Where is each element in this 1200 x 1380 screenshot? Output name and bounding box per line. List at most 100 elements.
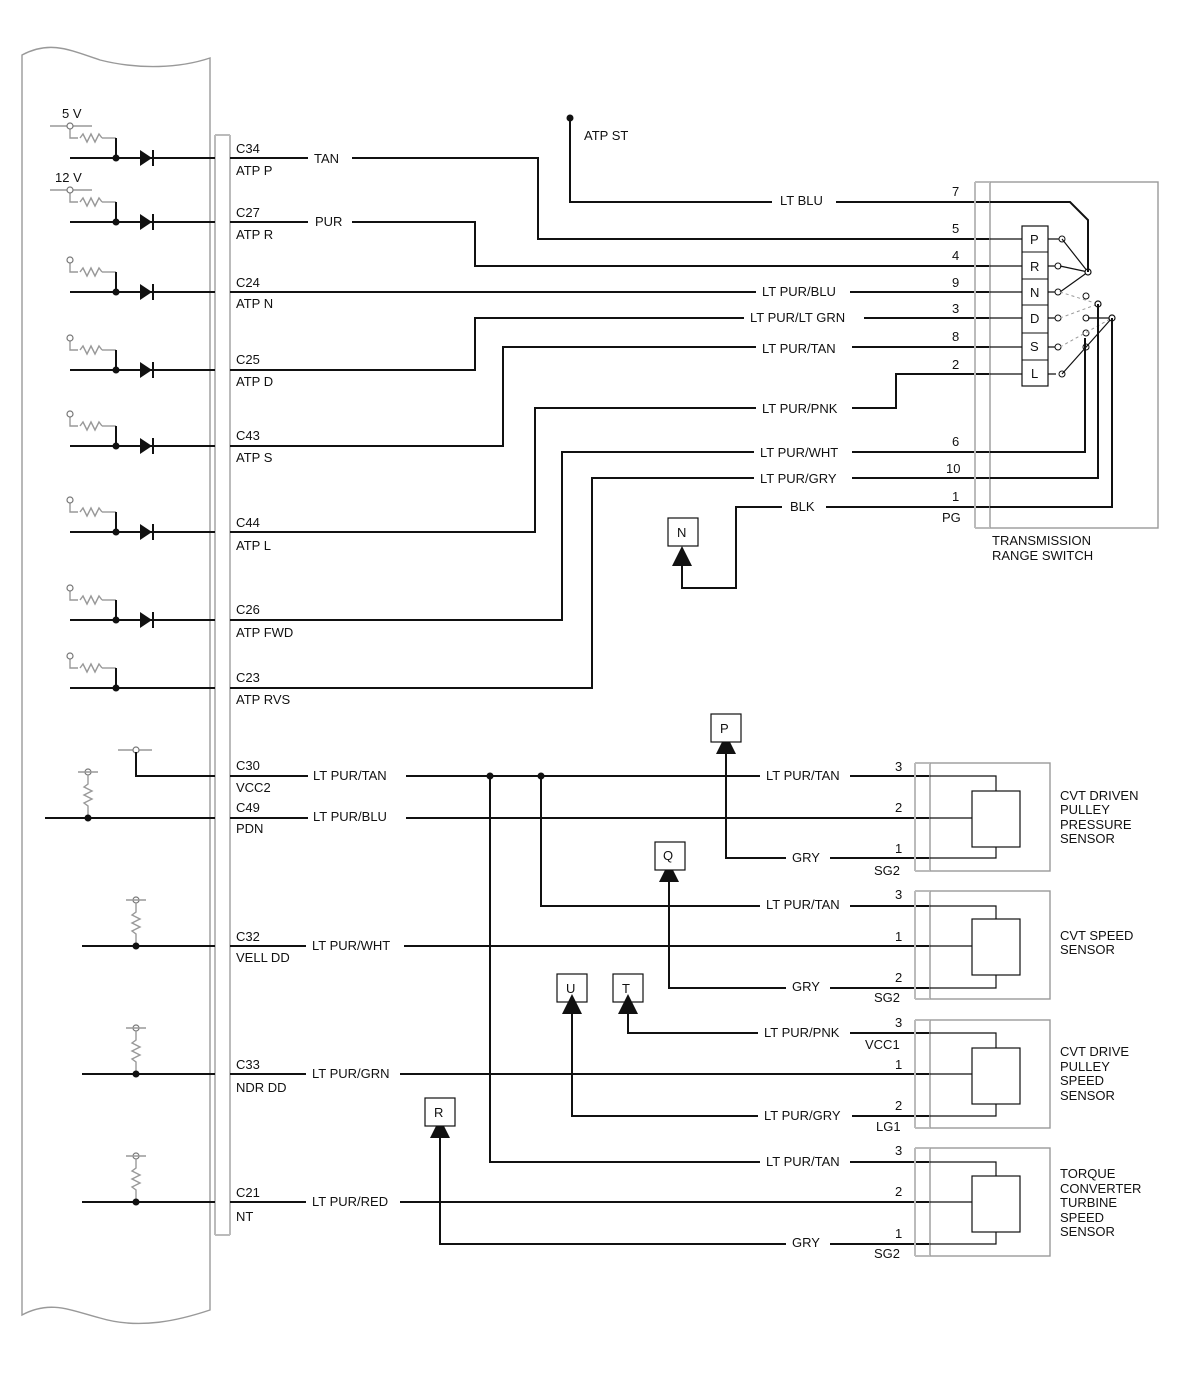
speed-pin-3: 3 [895,887,902,902]
connector-t-label: T [622,981,630,996]
trs-position-d: D [1030,311,1039,326]
trs-pin-9: 9 [952,275,959,290]
speed-pin-1: 1 [895,929,902,944]
turbine-pin-3: 3 [895,1143,902,1158]
pin-c34: C34 [236,141,260,156]
ecm-module-outline [21,46,211,1325]
cvt-driven-pulley-pressure-sensor [914,762,1051,872]
trs-pin-7: 7 [952,184,959,199]
drive-vcc-label: VCC1 [865,1037,900,1052]
driven-title-4: SENSOR [1060,831,1115,846]
wire-pur-label: PUR [315,214,342,229]
pin-c49-signal: PDN [236,821,263,836]
supply-5v-label: 5 V [62,106,82,121]
pin-c27-signal: ATP R [236,227,273,242]
pin-c32-signal: VELL DD [236,950,290,965]
drive-pin-1: 1 [895,1057,902,1072]
supply-12v-label: 12 V [55,170,82,185]
speed-pin-2: 2 [895,970,902,985]
trs-position-r: R [1030,259,1039,274]
driven-gnd-label: SG2 [874,863,900,878]
pin-c43-signal: ATP S [236,450,273,465]
wire-lt-pur-blu-label: LT PUR/BLU [762,284,836,299]
pin-c23: C23 [236,670,260,685]
pin-c32: C32 [236,929,260,944]
trs-pin-4: 4 [952,248,959,263]
driven-title-1: CVT DRIVEN [1060,788,1139,803]
connector-u-label: U [566,981,575,996]
trs-pin-10: 10 [946,461,960,476]
drive-title-3: SPEED [1060,1073,1104,1088]
cvt-drive-pulley-speed-sensor [914,1019,1051,1129]
drive-pin-3: 3 [895,1015,902,1030]
wire-driven-vcc-label: LT PUR/TAN [766,768,840,783]
wire-drive-vcc-label: LT PUR/PNK [764,1025,840,1040]
trs-pin-1: 1 [952,489,959,504]
driven-title-3: PRESSURE [1060,817,1132,832]
drive-title-1: CVT DRIVE [1060,1044,1129,1059]
connector-n-label: N [677,525,686,540]
trs-pin-2: 2 [952,357,959,372]
connector-n [667,517,699,547]
wire-lt-pur-wht-label: LT PUR/WHT [760,445,838,460]
speed-title-1: CVT SPEED [1060,928,1133,943]
pin-c21-signal: NT [236,1209,253,1224]
pin-c24-signal: ATP N [236,296,273,311]
wire-speed-vcc-label: LT PUR/TAN [766,897,840,912]
transmission-range-switch: P R N D S L [974,181,1159,529]
wire-lt-pur-tan-label: LT PUR/TAN [762,341,836,356]
turbine-title-1: TORQUE [1060,1166,1116,1181]
wire-blk-label: BLK [790,499,815,514]
pin-c44-signal: ATP L [236,538,271,553]
turbine-title-4: SPEED [1060,1210,1104,1225]
trs-position-l: L [1031,366,1038,381]
pin-c33: C33 [236,1057,260,1072]
pin-c23-signal: ATP RVS [236,692,291,707]
trs-pin-5: 5 [952,221,959,236]
speed-title-2: SENSOR [1060,942,1115,957]
pin-c24: C24 [236,275,260,290]
wire-lt-blu-label: LT BLU [780,193,823,208]
wire-tan-label: TAN [314,151,339,166]
driven-pin-2: 2 [895,800,902,815]
trs-pin-3: 3 [952,301,959,316]
pin-c25-signal: ATP D [236,374,273,389]
pin-c44: C44 [236,515,260,530]
wire-lt-pur-pnk-label: LT PUR/PNK [762,401,838,416]
trs-position-n: N [1030,285,1039,300]
pin-c30: C30 [236,758,260,773]
connector-q [654,841,686,871]
wire-nt-label: LT PUR/RED [312,1194,388,1209]
torque-converter-turbine-speed-sensor [914,1147,1051,1257]
cvt-speed-sensor [914,890,1051,1000]
speed-gnd-label: SG2 [874,990,900,1005]
pin-c43: C43 [236,428,260,443]
connector-q-label: Q [663,848,673,863]
wire-pdn-label: LT PUR/BLU [313,809,387,824]
drive-gnd-label: LG1 [876,1119,901,1134]
pin-c21: C21 [236,1185,260,1200]
turbine-pin-2: 2 [895,1184,902,1199]
pin-c30-signal: VCC2 [236,780,271,795]
pin-c26-signal: ATP FWD [236,625,293,640]
trs-position-s: S [1030,339,1039,354]
pin-c33-signal: NDR DD [236,1080,287,1095]
wire-lt-pur-lt-grn-label: LT PUR/LT GRN [750,310,845,325]
turbine-pin-1: 1 [895,1226,902,1241]
connector-r-label: R [434,1105,443,1120]
wire-lt-pur-gry-label: LT PUR/GRY [760,471,837,486]
wire-speed-gry-label: GRY [792,979,820,994]
trs-position-p: P [1030,232,1039,247]
connector-r [424,1097,456,1127]
wire-vell-label: LT PUR/WHT [312,938,390,953]
turbine-title-3: TURBINE [1060,1195,1117,1210]
trs-title-line2: RANGE SWITCH [992,548,1093,563]
drive-pin-2: 2 [895,1098,902,1113]
wire-vcc2-lt-pur-tan: LT PUR/TAN [313,768,387,783]
turbine-title-5: SENSOR [1060,1224,1115,1239]
wire-turbine-vcc-label: LT PUR/TAN [766,1154,840,1169]
driven-pin-3: 3 [895,759,902,774]
atp-st-label: ATP ST [584,128,628,143]
drive-title-2: PULLEY [1060,1059,1110,1074]
